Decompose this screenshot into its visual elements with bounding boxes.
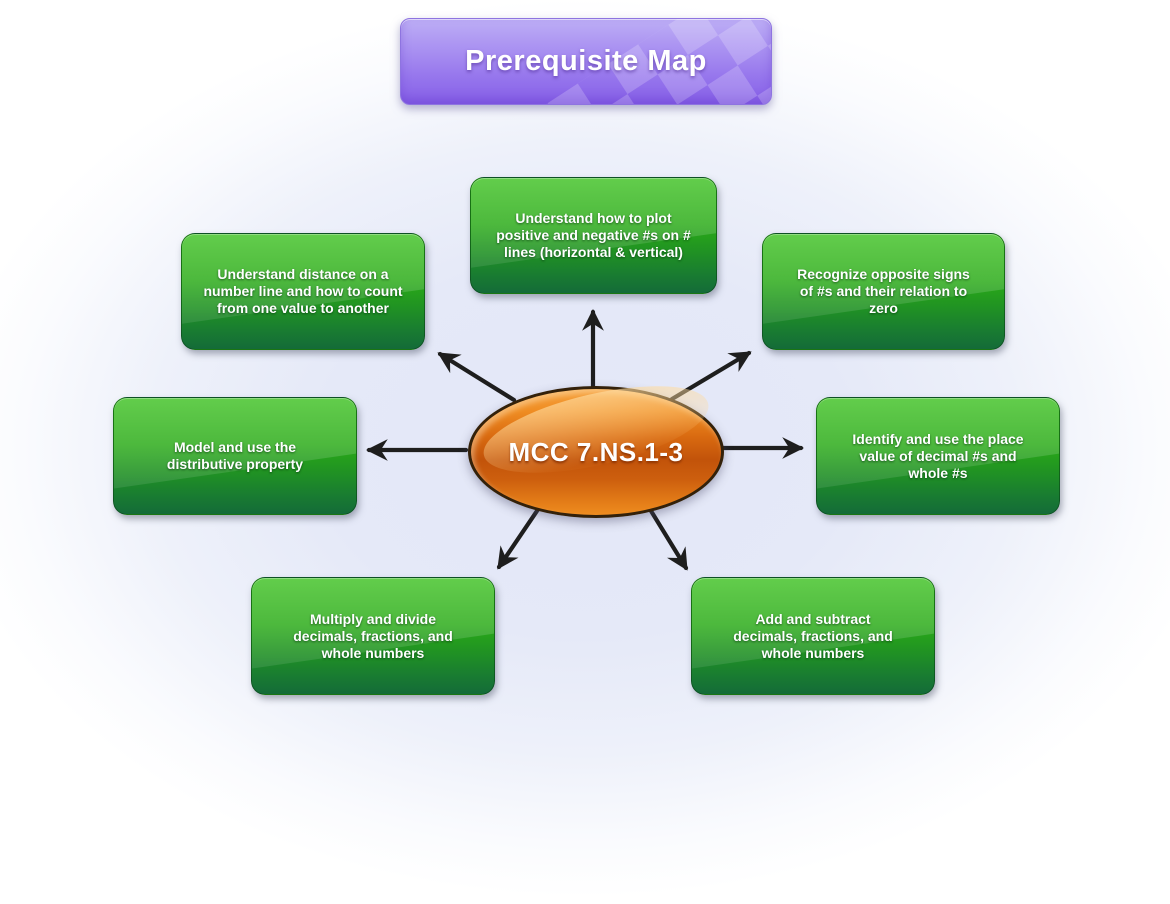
node-label: Add and subtract decimals, fractions, an… xyxy=(733,610,893,661)
arrow-to-multiply-divide xyxy=(496,502,544,570)
node-place-value: Identify and use the place value of deci… xyxy=(816,397,1060,515)
node-label: Multiply and divide decimals, fractions,… xyxy=(293,610,453,661)
node-label: Identify and use the place value of deci… xyxy=(852,430,1024,481)
page-title: Prerequisite Map xyxy=(465,45,707,77)
node-distance-number-line: Understand distance on a number line and… xyxy=(181,233,425,350)
node-label: Understand distance on a number line and… xyxy=(203,266,403,316)
node-label: Model and use the distributive property xyxy=(166,439,304,472)
node-label: Understand how to plot positive and nega… xyxy=(496,210,691,260)
center-topic-ellipse: MCC 7.NS.1-3 xyxy=(468,386,724,518)
node-plot-numbers: Understand how to plot positive and nega… xyxy=(470,177,717,294)
arrow-to-add-subtract xyxy=(645,503,689,571)
title-banner: Prerequisite Map xyxy=(400,18,772,105)
node-label: Recognize opposite signs of #s and their… xyxy=(797,266,970,316)
node-opposite-signs: Recognize opposite signs of #s and their… xyxy=(762,233,1005,350)
arrow-to-distance-number-line xyxy=(437,351,517,403)
node-add-subtract: Add and subtract decimals, fractions, an… xyxy=(691,577,935,695)
node-distributive-property: Model and use the distributive property xyxy=(113,397,357,515)
node-multiply-divide: Multiply and divide decimals, fractions,… xyxy=(251,577,495,695)
center-topic-label: MCC 7.NS.1-3 xyxy=(508,436,684,467)
